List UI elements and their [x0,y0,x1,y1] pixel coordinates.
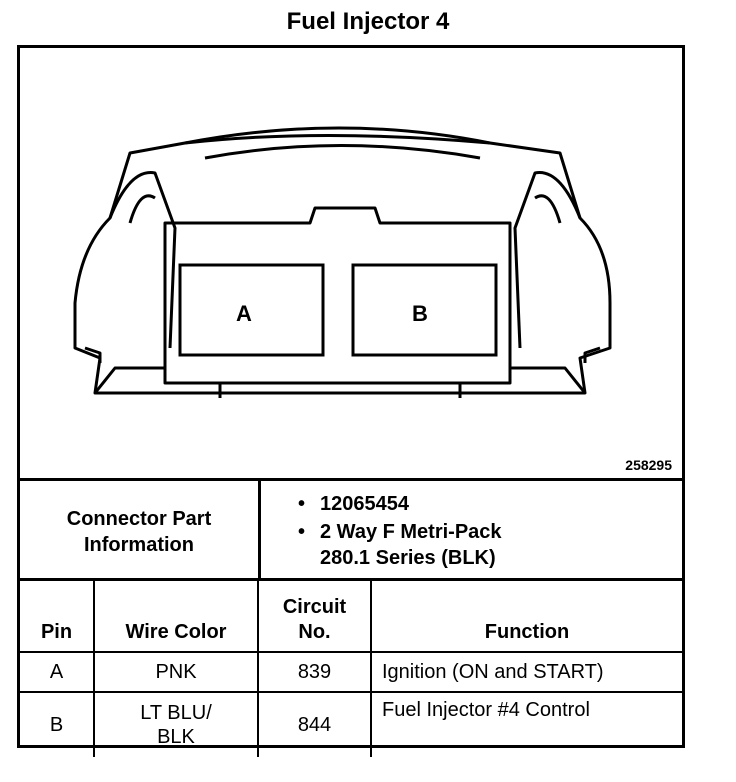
part-info-label: Connector Part Information [20,481,258,578]
table-header-row: Pin Wire Color Circuit No. Function [20,578,682,653]
section-divider [20,478,682,481]
pin-cell: A [20,651,95,693]
part-info-item: • 12065454 [298,491,502,517]
cavity-a-label: A [236,301,252,326]
part-info-divider [258,481,261,578]
part-info-list: • 12065454 • 2 Way F Metri-Pack 280.1 Se… [298,491,502,571]
part-info-item: • 2 Way F Metri-Pack 280.1 Series (BLK) [298,519,502,571]
part-number: 12065454 [320,493,409,515]
cavity-b-outline [351,263,498,357]
header-wire-color: Wire Color [93,578,259,653]
wire-color-cell: PNK [93,651,259,693]
bullet-icon: • [298,493,306,515]
cavity-a-outline [178,263,325,357]
circuit-cell: 844 [257,691,372,757]
table-row: A PNK 839 Ignition (ON and START) [20,651,682,693]
connector-diagram: A B 258295 [20,48,682,478]
function-cell: Fuel Injector #4 Control [370,691,682,757]
connector-face-drawing: A B [73,126,612,398]
connector-part-information: Connector Part Information • 12065454 • … [20,481,682,578]
bullet-icon: • [298,521,306,543]
connector-type: 2 Way F Metri-Pack [320,521,502,543]
pin-table: Pin Wire Color Circuit No. Function A PN… [20,578,682,757]
function-cell: Ignition (ON and START) [370,651,682,693]
pin-cell: B [20,691,95,757]
connector-series: 280.1 Series (BLK) [320,547,496,569]
circuit-cell: 839 [257,651,372,693]
table-row: B LT BLU/ BLK 844 Fuel Injector #4 Contr… [20,691,682,757]
header-function: Function [370,578,682,653]
header-pin: Pin [20,578,95,653]
wire-color-cell: LT BLU/ BLK [93,691,259,757]
page-title: Fuel Injector 4 [286,8,450,35]
header-circuit-no: Circuit No. [257,578,372,653]
reference-number: 258295 [625,457,672,473]
part-info-label-text: Connector Part Information [66,507,212,556]
connector-info-frame: A B 258295 Connector Part Information • … [17,45,685,757]
cavity-b-label: B [412,301,428,326]
